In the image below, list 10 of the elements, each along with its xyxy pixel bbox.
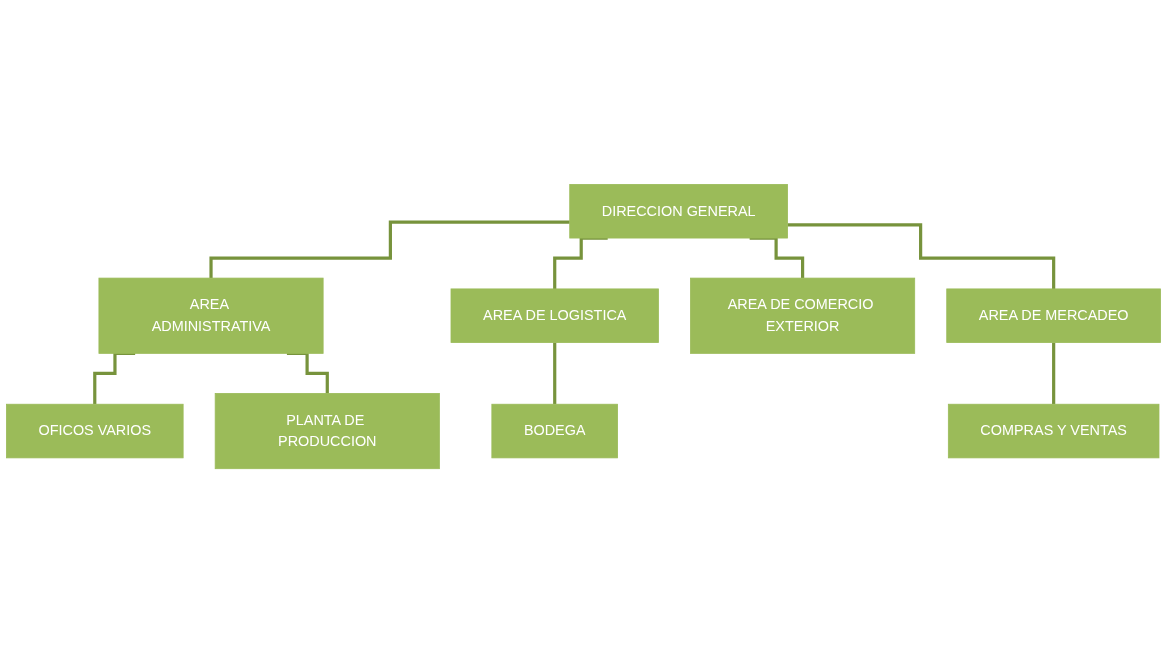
node-box: OFICOS VARIOS [6,404,184,459]
node-box: DIRECCION GENERAL [569,184,788,239]
node-box: AREA ADMINISTRATIVA [98,278,324,355]
node-box: BODEGA [491,404,618,459]
connector [787,223,1056,291]
node-box: AREA DE LOGISTICA [450,288,659,344]
node-box: AREA DE COMERCIO EXTERIOR [690,278,916,355]
node-box: COMPRAS Y VENTAS [947,404,1160,459]
node-box: AREA DE MERCADEO [946,288,1161,344]
node-box: PLANTA DE PRODUCCION [214,393,440,470]
